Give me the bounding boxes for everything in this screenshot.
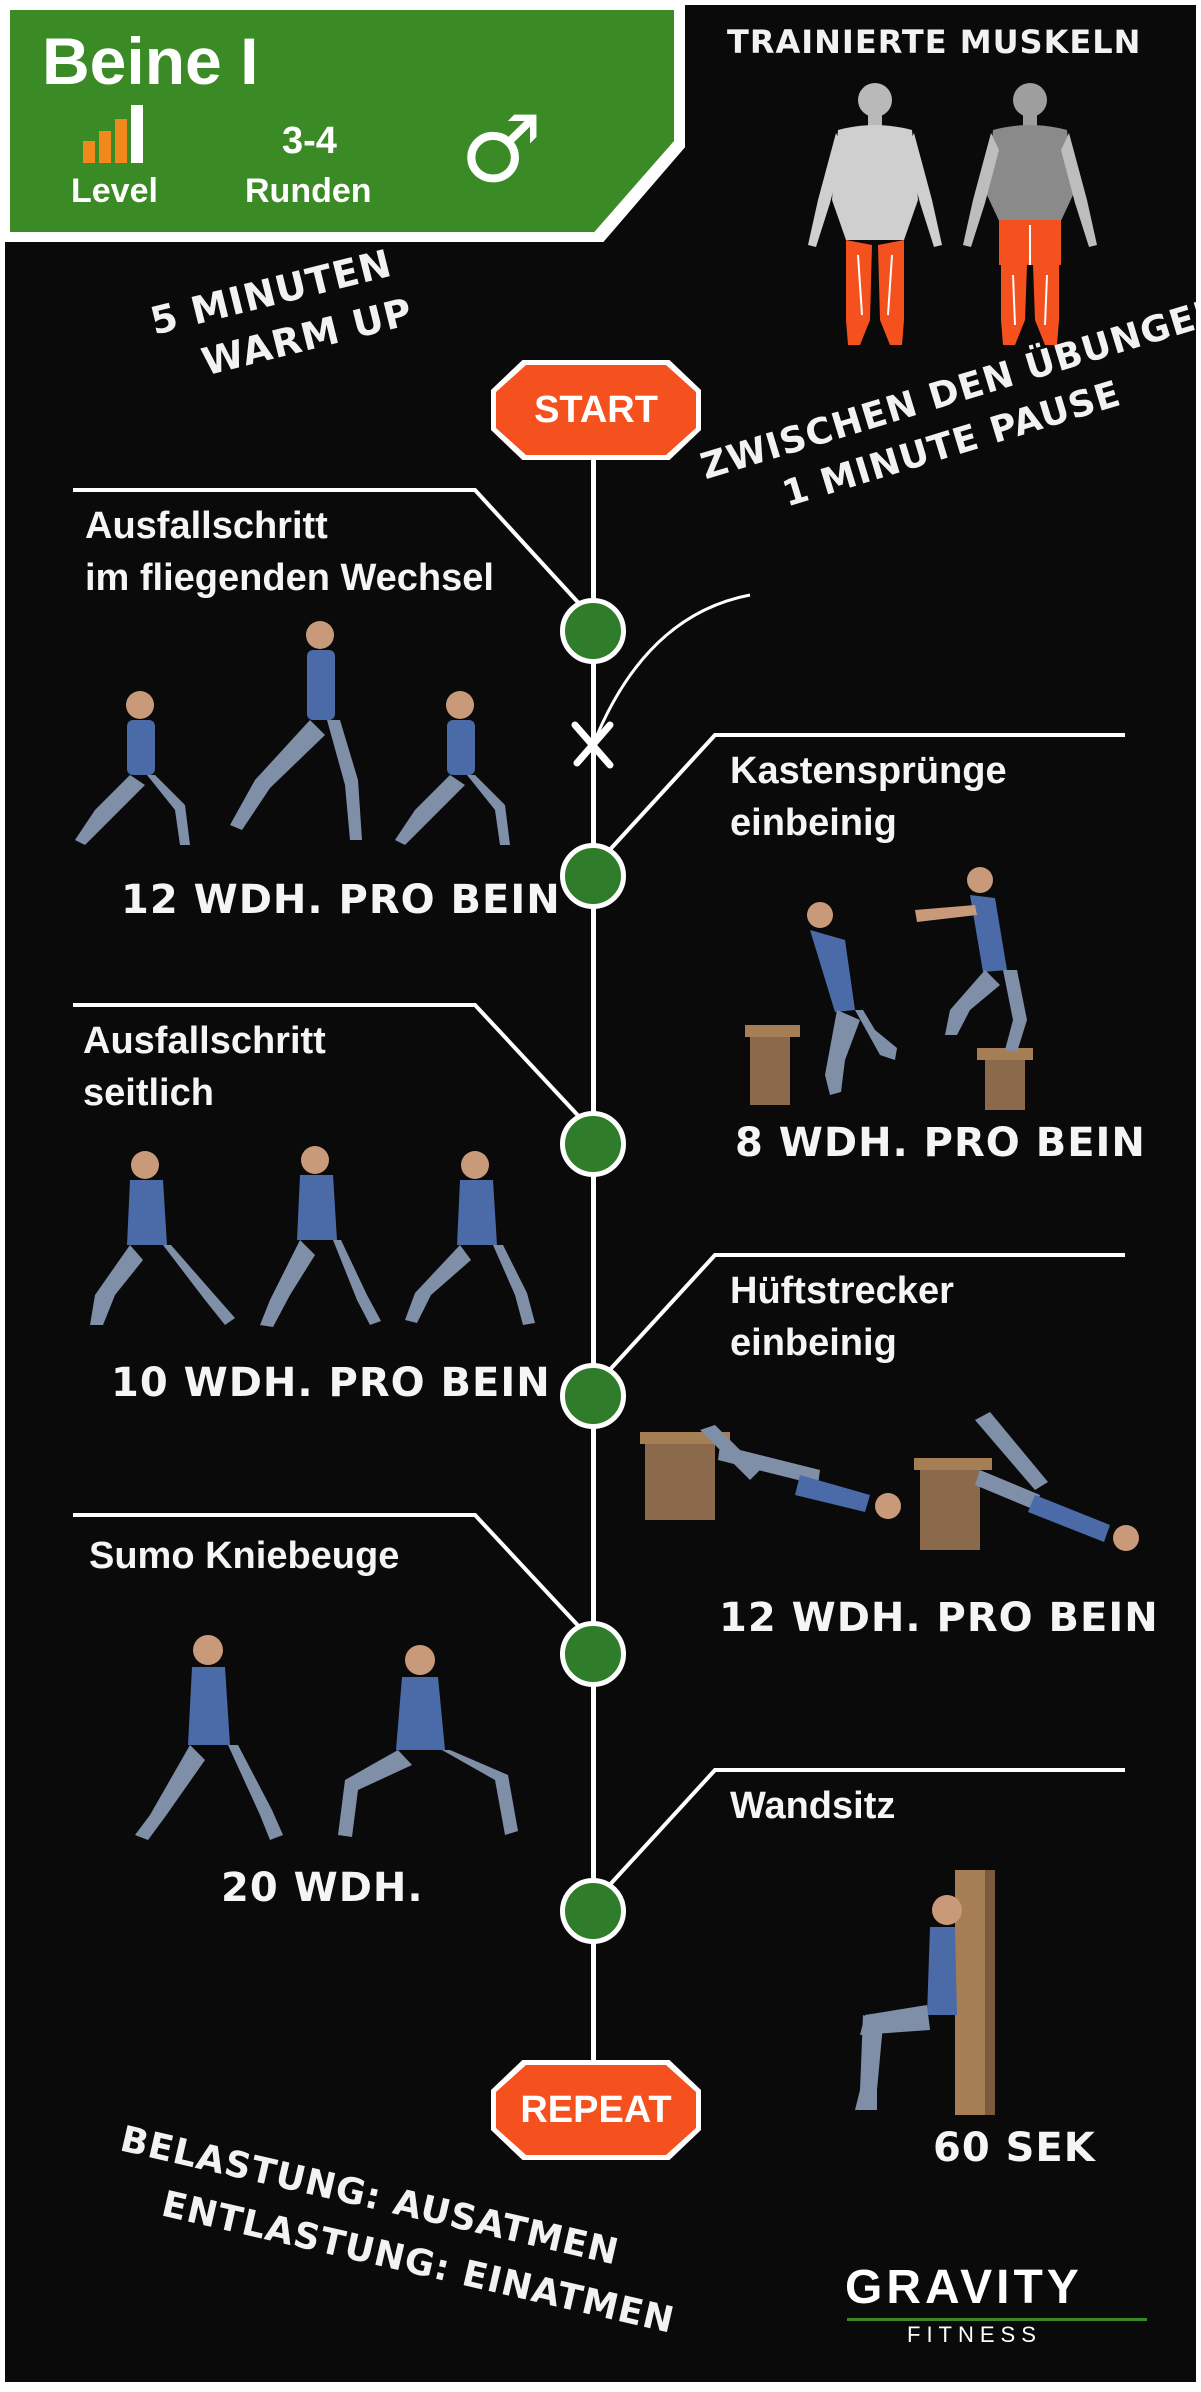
start-badge: START: [491, 360, 701, 460]
exercise-3-figures: [90, 1146, 535, 1327]
exercise-2-name: Kastensprünge einbeinig: [730, 750, 1007, 844]
start-label: START: [496, 365, 696, 455]
brand-name: GRAVITY: [845, 2261, 1083, 2314]
level-bars-icon: [83, 105, 155, 163]
workout-title: Beine I: [42, 24, 259, 98]
muscles-title: TRAINIERTE MUSKELN: [727, 23, 1142, 61]
muscle-diagram-back: [963, 83, 1097, 345]
exercise-4-name: Hüftstrecker einbeinig: [730, 1270, 954, 1364]
timeline-node-2: [560, 843, 626, 909]
timeline-node-5: [560, 1621, 626, 1687]
repeat-label: REPEAT: [496, 2065, 696, 2155]
timeline-line: [591, 445, 596, 2065]
rounds-value: 3-4: [282, 120, 337, 162]
exercise-6-reps: 60 SEK: [933, 2125, 1096, 2171]
male-symbol-icon: ♂: [460, 96, 543, 203]
brand-underline: [847, 2318, 1147, 2321]
workout-poster: Beine I Level 3-4 Runden ♂ TRAINIERTE MU…: [5, 5, 1196, 2382]
exercise-5-reps: 20 WDH.: [221, 1865, 424, 1911]
exercise-3-reps: 10 WDH. PRO BEIN: [111, 1360, 551, 1406]
exercise-6-name: Wandsitz: [730, 1785, 896, 1827]
timeline-node-1: [560, 598, 626, 664]
exercise-2-figures: [745, 867, 1033, 1110]
exercise-6-figure: [855, 1870, 995, 2115]
exercise-5-name: Sumo Kniebeuge: [89, 1535, 400, 1577]
level-label: Level: [71, 172, 158, 210]
exercise-1-figures: [75, 621, 510, 845]
exercise-5-figures: [135, 1635, 518, 1840]
exercise-3-name: Ausfallschritt seitlich: [83, 1020, 326, 1114]
timeline-node-3: [560, 1111, 626, 1177]
timeline-node-4: [560, 1363, 626, 1429]
exercise-4-figures: [640, 1412, 1139, 1551]
exercise-1-name: Ausfallschritt im fliegenden Wechsel: [85, 505, 494, 599]
rounds-label: Runden: [245, 172, 372, 210]
exercise-2-reps: 8 WDH. PRO BEIN: [735, 1120, 1146, 1166]
timeline-connectors: [73, 488, 1125, 1892]
repeat-badge: REPEAT: [491, 2060, 701, 2160]
exercise-4-reps: 12 WDH. PRO BEIN: [719, 1595, 1159, 1641]
muscle-diagram-front: [808, 83, 942, 345]
header-panel: [5, 5, 685, 242]
brand-logo: GRAVITY FITNESS: [845, 2220, 1165, 2347]
brand-sub: FITNESS: [907, 2322, 1042, 2347]
timeline-node-6: [560, 1878, 626, 1944]
exercise-1-reps: 12 WDH. PRO BEIN: [121, 877, 561, 923]
